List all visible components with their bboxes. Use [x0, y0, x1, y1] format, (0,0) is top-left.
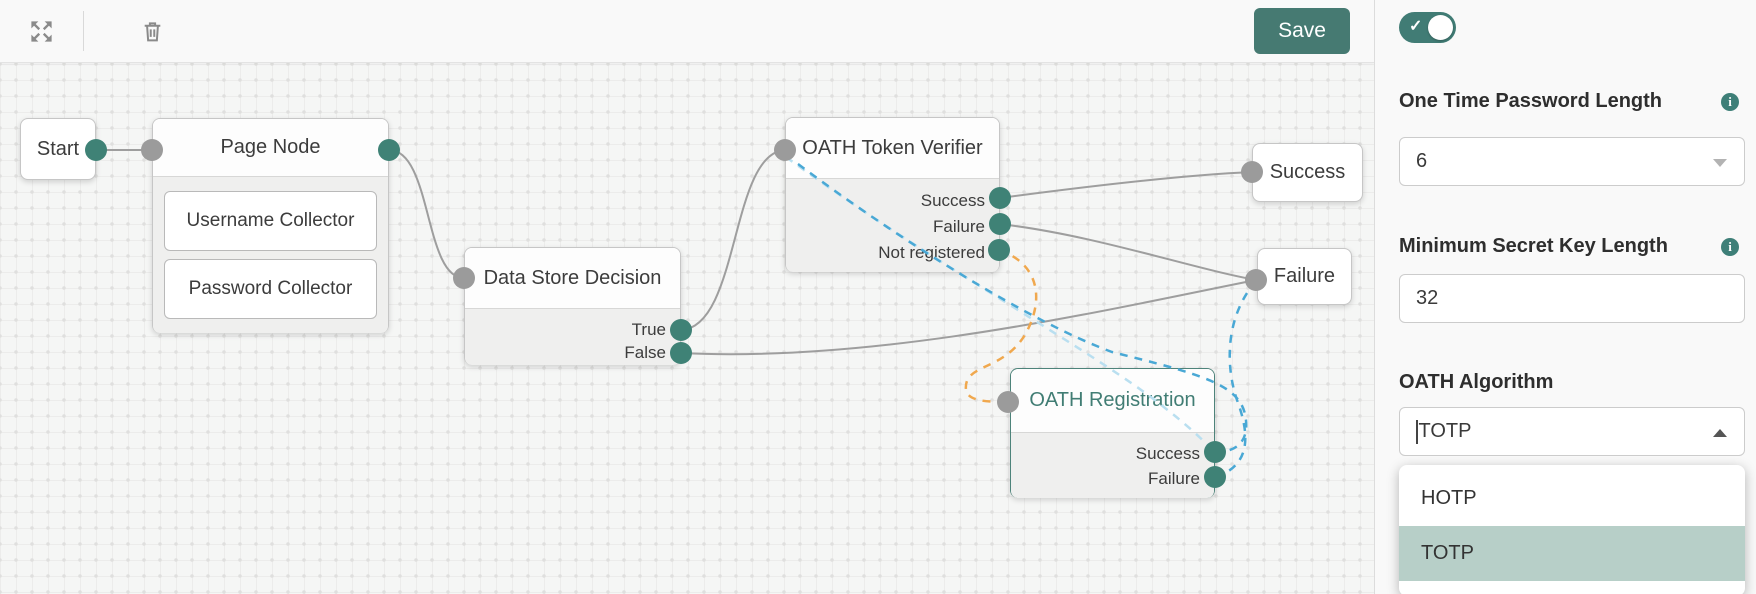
option-hotp[interactable]: HOTP	[1421, 487, 1477, 509]
node-enabled-toggle[interactable]: ✓	[1399, 12, 1456, 43]
port-verifier-in[interactable]	[774, 139, 796, 161]
node-password-collector[interactable]: Password Collector	[164, 259, 377, 319]
chevron-down-icon	[1713, 159, 1727, 167]
text-cursor	[1416, 419, 1418, 444]
port-datastore-false-out[interactable]	[670, 342, 692, 364]
otp-length-label-text: One Time Password Length	[1399, 90, 1663, 112]
otp-length-select[interactable]: 6	[1399, 137, 1745, 186]
output-label-success: Success	[920, 191, 985, 210]
otp-length-info-icon[interactable]: i	[1721, 92, 1739, 111]
edge-verifiersuccess-success	[999, 171, 1253, 199]
edge-verifierfailure-failure	[999, 223, 1257, 281]
save-button[interactable]: Save	[1254, 8, 1350, 54]
port-failure-in[interactable]	[1245, 269, 1267, 291]
output-label-false: False	[624, 343, 666, 362]
port-registration-failure-out[interactable]	[1204, 466, 1226, 488]
delete-node-button[interactable]	[136, 15, 169, 48]
oath-algorithm-combobox[interactable]: TOTP	[1399, 407, 1745, 456]
node-start[interactable]: Start	[20, 118, 96, 180]
port-pagenode-in[interactable]	[141, 139, 163, 161]
option-totp[interactable]: TOTP	[1399, 526, 1745, 581]
secret-key-length-field[interactable]	[1399, 274, 1745, 323]
secret-key-length-input[interactable]	[1416, 287, 1686, 310]
flow-canvas[interactable]: Start Page Node Username Collector Passw…	[0, 0, 1374, 594]
node-start-label: Start	[36, 137, 80, 160]
port-registration-in[interactable]	[997, 391, 1019, 413]
otp-length-value: 6	[1416, 150, 1428, 172]
node-page-node-title: Page Node	[153, 119, 388, 176]
node-data-store-decision-body: True False	[465, 308, 680, 365]
port-start-out[interactable]	[85, 139, 107, 161]
node-page-node-body: Username Collector Password Collector	[153, 176, 388, 333]
node-success-label: Success	[1269, 161, 1346, 183]
node-oath-token-verifier-title: OATH Token Verifier	[786, 118, 999, 178]
oath-algorithm-value: TOTP	[1418, 420, 1472, 442]
toggle-check-icon: ✓	[1409, 18, 1423, 35]
node-data-store-decision[interactable]: Data Store Decision True False	[464, 247, 681, 365]
canvas-toolbar: Save	[0, 0, 1374, 63]
port-datastore-in[interactable]	[453, 267, 475, 289]
output-label-reg-failure: Failure	[1148, 469, 1200, 488]
expand-arrows-icon	[31, 20, 52, 42]
node-oath-registration[interactable]: OATH Registration Success Failure	[1010, 368, 1215, 498]
canvas-area: Start Page Node Username Collector Passw…	[0, 0, 1374, 594]
port-registration-success-out[interactable]	[1204, 441, 1226, 463]
output-label-failure: Failure	[933, 217, 985, 236]
otp-length-label: One Time Password Length i	[1399, 90, 1745, 113]
node-properties-panel: ✓ One Time Password Length i 6 Minimum S…	[1374, 0, 1756, 594]
trash-icon	[144, 21, 161, 41]
edge-false-failure	[680, 279, 1257, 356]
secret-key-length-label-text: Minimum Secret Key Length	[1399, 235, 1668, 257]
edge-true-oathverifier	[680, 149, 786, 331]
output-label-true: True	[631, 320, 666, 339]
node-oath-registration-body: Success Failure	[1011, 432, 1214, 498]
oath-algorithm-label: OATH Algorithm	[1399, 371, 1745, 394]
chevron-up-icon	[1713, 429, 1727, 437]
secret-key-length-info-icon[interactable]: i	[1721, 237, 1739, 256]
toolbar-divider	[83, 11, 84, 51]
port-datastore-true-out[interactable]	[670, 319, 692, 341]
toggle-knob	[1428, 15, 1453, 40]
port-success-in[interactable]	[1241, 161, 1263, 183]
node-oath-token-verifier[interactable]: OATH Token Verifier Success Failure Not …	[785, 117, 1000, 272]
output-label-reg-success: Success	[1135, 444, 1200, 463]
node-oath-token-verifier-body: Success Failure Not registered	[786, 178, 999, 272]
oath-algorithm-dropdown: HOTP TOTP	[1399, 465, 1745, 594]
node-data-store-decision-title: Data Store Decision	[465, 248, 680, 308]
node-success[interactable]: Success	[1252, 143, 1363, 202]
oath-algorithm-label-text: OATH Algorithm	[1399, 371, 1554, 393]
node-page-node[interactable]: Page Node Username Collector Password Co…	[152, 118, 389, 333]
secret-key-length-label: Minimum Secret Key Length i	[1399, 235, 1745, 258]
port-verifier-success-out[interactable]	[989, 187, 1011, 209]
port-verifier-notregistered-out[interactable]	[988, 239, 1010, 261]
expand-fullscreen-button[interactable]	[24, 14, 59, 49]
edge-pagenode-datastore	[388, 149, 465, 279]
output-label-not-registered: Not registered	[878, 243, 985, 262]
node-username-collector[interactable]: Username Collector	[164, 191, 377, 251]
port-pagenode-out[interactable]	[378, 139, 400, 161]
node-failure-label: Failure	[1273, 265, 1336, 287]
node-failure[interactable]: Failure	[1257, 248, 1352, 305]
node-oath-registration-title: OATH Registration	[1011, 369, 1214, 432]
port-verifier-failure-out[interactable]	[989, 213, 1011, 235]
